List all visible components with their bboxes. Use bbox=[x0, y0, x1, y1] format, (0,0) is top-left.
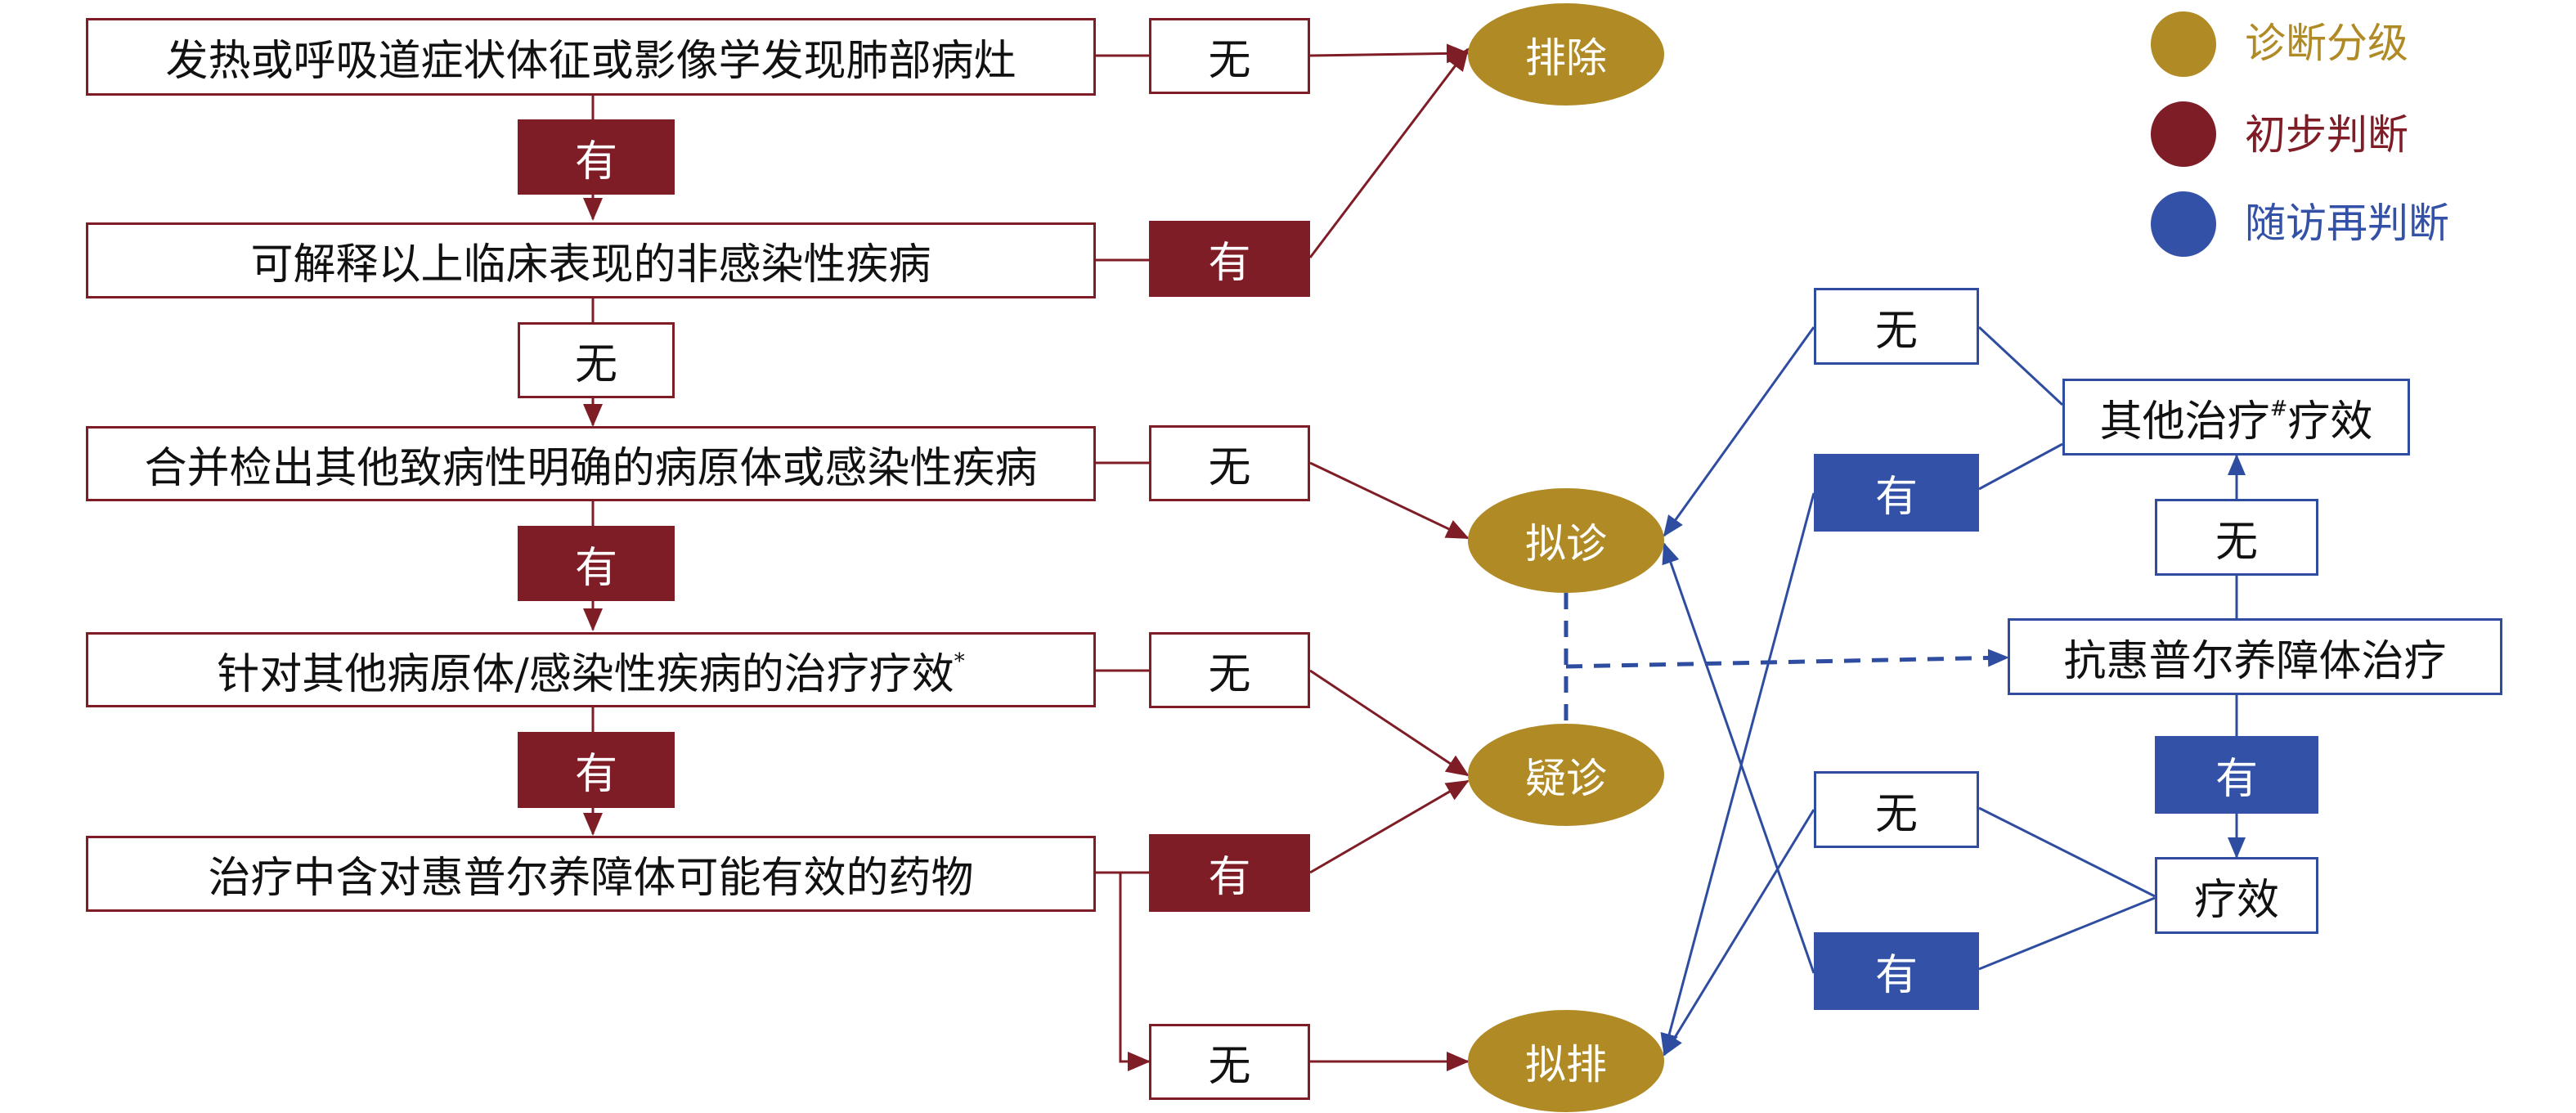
step-4-box: 针对其他病原体/感染性疾病的治疗疗效* bbox=[86, 632, 1096, 707]
efficacy-box: 疗效 bbox=[2155, 857, 2318, 934]
step-3-text: 合并检出其他致病性明确的病原体或感染性疾病 bbox=[144, 443, 1038, 493]
answer-no-1: 无 bbox=[1149, 18, 1310, 94]
answer-to-outcome-connectors bbox=[1308, 43, 1470, 1071]
answer-yes-3: 有 bbox=[518, 526, 675, 601]
step-1-text: 发热或呼吸道症状体征或影像学发现肺部病灶 bbox=[165, 37, 1016, 86]
followup-no-upper: 无 bbox=[1814, 288, 1979, 365]
other-treatment-suffix: 疗效 bbox=[2287, 397, 2373, 447]
step-5-text: 治疗中含对惠普尔养障体可能有效的药物 bbox=[208, 854, 974, 903]
answer-no-3: 无 bbox=[1149, 425, 1310, 501]
answer-yes-5: 有 bbox=[1149, 834, 1310, 912]
outcome-proposed-exclude: 拟排 bbox=[1468, 1010, 1664, 1112]
answer-no-4: 无 bbox=[1149, 632, 1310, 708]
legend-dot-grade bbox=[2151, 11, 2216, 77]
outcome-suspected: 疑诊 bbox=[1468, 724, 1664, 826]
step-1-box: 发热或呼吸道症状体征或影像学发现肺部病灶 bbox=[86, 18, 1096, 96]
followup-no-right: 无 bbox=[2155, 499, 2318, 576]
answer-no-5: 无 bbox=[1149, 1024, 1310, 1100]
step-2-text: 可解释以上临床表现的非感染性疾病 bbox=[250, 240, 931, 289]
step-3-box: 合并检出其他致病性明确的病原体或感染性疾病 bbox=[86, 426, 1096, 501]
answer-no-2: 无 bbox=[518, 322, 675, 398]
outcome-proposed: 拟诊 bbox=[1468, 488, 1664, 593]
anti-tw-treatment-box: 抗惠普尔养障体治疗 bbox=[2008, 618, 2502, 695]
followup-no-lower: 无 bbox=[1814, 771, 1979, 848]
dashed-treatment-link bbox=[1564, 593, 2009, 724]
other-treatment-text: 其他治疗 bbox=[2099, 397, 2270, 447]
followup-yes-right: 有 bbox=[2155, 736, 2318, 814]
legend-label-grade: 诊断分级 bbox=[2245, 20, 2408, 67]
outcome-exclude: 排除 bbox=[1468, 3, 1664, 105]
step-to-answer-connectors bbox=[1096, 54, 1151, 1071]
other-treatment-footnote-mark: # bbox=[2269, 397, 2288, 421]
followup-yes-lower: 有 bbox=[1814, 932, 1979, 1010]
answer-yes-2: 有 bbox=[1149, 221, 1310, 297]
followup-yes-upper: 有 bbox=[1814, 454, 1979, 532]
other-treatment-efficacy-box: 其他治疗#疗效 bbox=[2062, 379, 2410, 456]
legend-label-initial: 初步判断 bbox=[2245, 111, 2408, 159]
legend-dot-followup bbox=[2151, 191, 2216, 257]
answer-yes-4: 有 bbox=[518, 732, 675, 808]
step-2-box: 可解释以上临床表现的非感染性疾病 bbox=[86, 222, 1096, 298]
legend-dot-initial bbox=[2151, 101, 2216, 167]
followup-connectors bbox=[1660, 325, 2246, 1057]
step-4-text: 针对其他病原体/感染性疾病的治疗疗效 bbox=[217, 649, 954, 699]
legend-label-followup: 随访再判断 bbox=[2245, 200, 2449, 247]
answer-yes-1: 有 bbox=[518, 119, 675, 195]
step-5-box: 治疗中含对惠普尔养障体可能有效的药物 bbox=[86, 836, 1096, 912]
step-4-footnote-mark: * bbox=[954, 649, 965, 674]
